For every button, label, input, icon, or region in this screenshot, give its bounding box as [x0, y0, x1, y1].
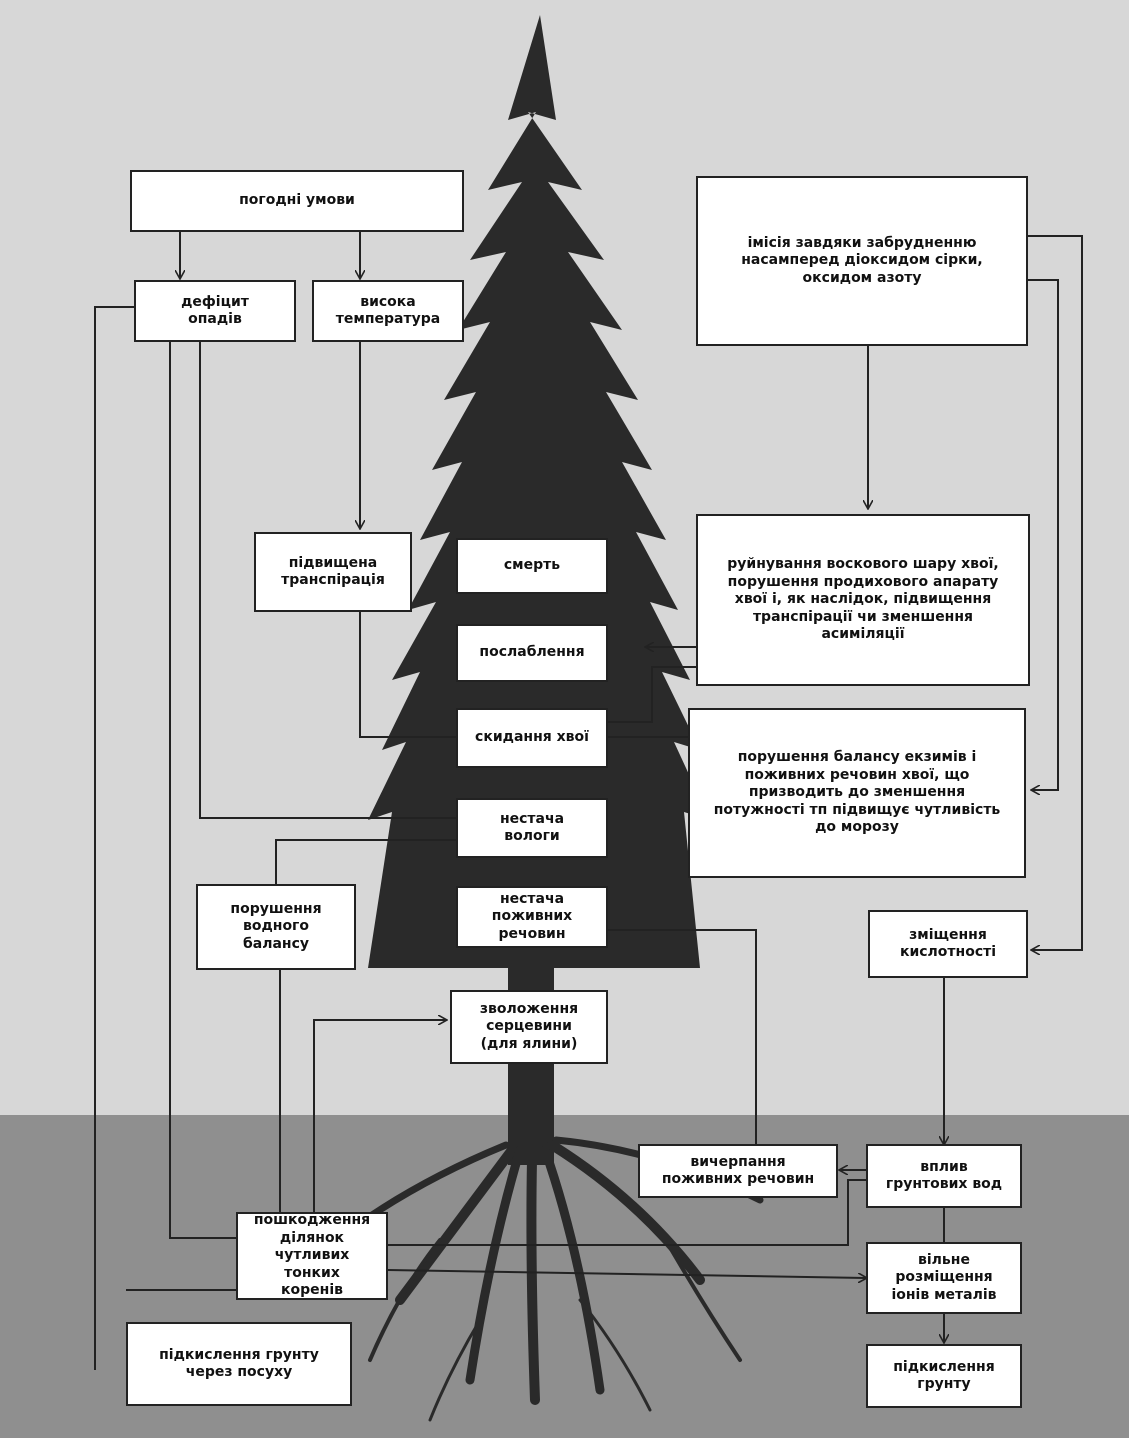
weather-conditions-box: погодні умови: [130, 170, 464, 232]
balance-disturbance-box: порушення балансу екзимів і поживних реч…: [688, 708, 1026, 878]
heartwood-moisture-box: зволоження серцевини (для ялини): [450, 990, 608, 1064]
water-balance-box: порушення водного балансу: [196, 884, 356, 970]
acidity-shift-box: зміщення кислотності: [868, 910, 1028, 978]
increased-transpiration-box: підвищена транспірація: [254, 532, 412, 612]
root-damage-box: пошкодження ділянок чутливих тонких коре…: [236, 1212, 388, 1300]
precipitation-deficit-box: дефіцит опадів: [134, 280, 296, 342]
needle-drop-box: скидання хвої: [456, 708, 608, 768]
metal-ions-box: вільне розміщення іонів металів: [866, 1242, 1022, 1314]
moisture-lack-box: нестача вологи: [456, 798, 608, 858]
weakening-box: послаблення: [456, 624, 608, 682]
nutrient-lack-box: нестача поживних речовин: [456, 886, 608, 948]
drought-acidification-box: підкислення грунту через посуху: [126, 1322, 352, 1406]
wax-layer-damage-box: руйнування воскового шару хвої, порушенн…: [696, 514, 1030, 686]
groundwater-influence-box: вплив грунтових вод: [866, 1144, 1022, 1208]
connectors: [94, 232, 1083, 1370]
soil-acidification-box: підкислення грунту: [866, 1344, 1022, 1408]
emission-box: імісія завдяки забрудненню насамперед ді…: [696, 176, 1028, 346]
high-temperature-box: висока температура: [312, 280, 464, 342]
tree-crown: [368, 15, 710, 968]
death-box: смерть: [456, 538, 608, 594]
nutrient-depletion-box: вичерпання поживних речовин: [638, 1144, 838, 1198]
